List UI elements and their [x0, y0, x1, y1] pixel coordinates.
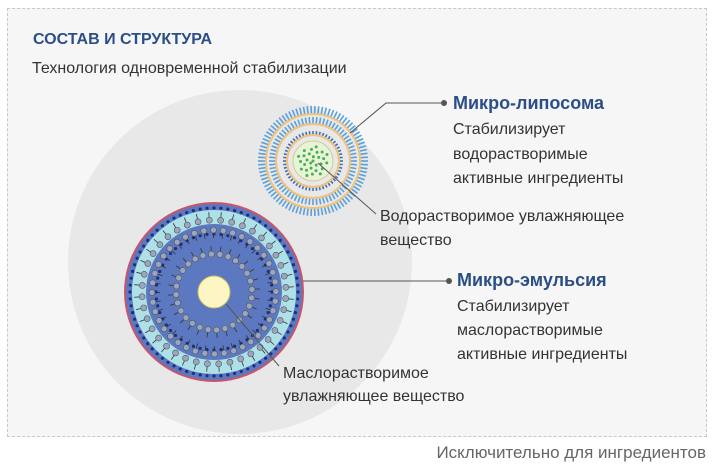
water-label-1: Водорастворимое увлажняющее [380, 208, 625, 225]
liposome-desc-3: активные ингредиенты [453, 170, 624, 187]
emulsion-title: Микро-эмульсия [457, 270, 607, 290]
water-label-2: вещество [380, 232, 452, 249]
emulsion-desc-1: Стабилизирует [457, 298, 570, 315]
oil-label-1: Маслорастворимое [283, 365, 429, 382]
section-subtitle: Технология одновременной стабилизации [32, 60, 347, 77]
micro-liposome-graphic [258, 106, 368, 216]
liposome-desc-2: водорастворимые [453, 146, 588, 163]
micro-emulsion-graphic [124, 202, 304, 382]
leader-lines [225, 102, 449, 367]
emulsion-desc-3: активные ингредиенты [457, 346, 628, 363]
section-title: СОСТАВ И СТРУКТУРА [33, 31, 213, 48]
liposome-title: Микро-липосома [453, 93, 605, 113]
liposome-desc-1: Стабилизирует [453, 121, 566, 138]
footer-note: Исключительно для ингредиентов [436, 443, 706, 462]
emulsion-desc-2: маслорастворимые [457, 322, 603, 339]
oil-label-2: увлажняющее вещество [283, 388, 465, 405]
